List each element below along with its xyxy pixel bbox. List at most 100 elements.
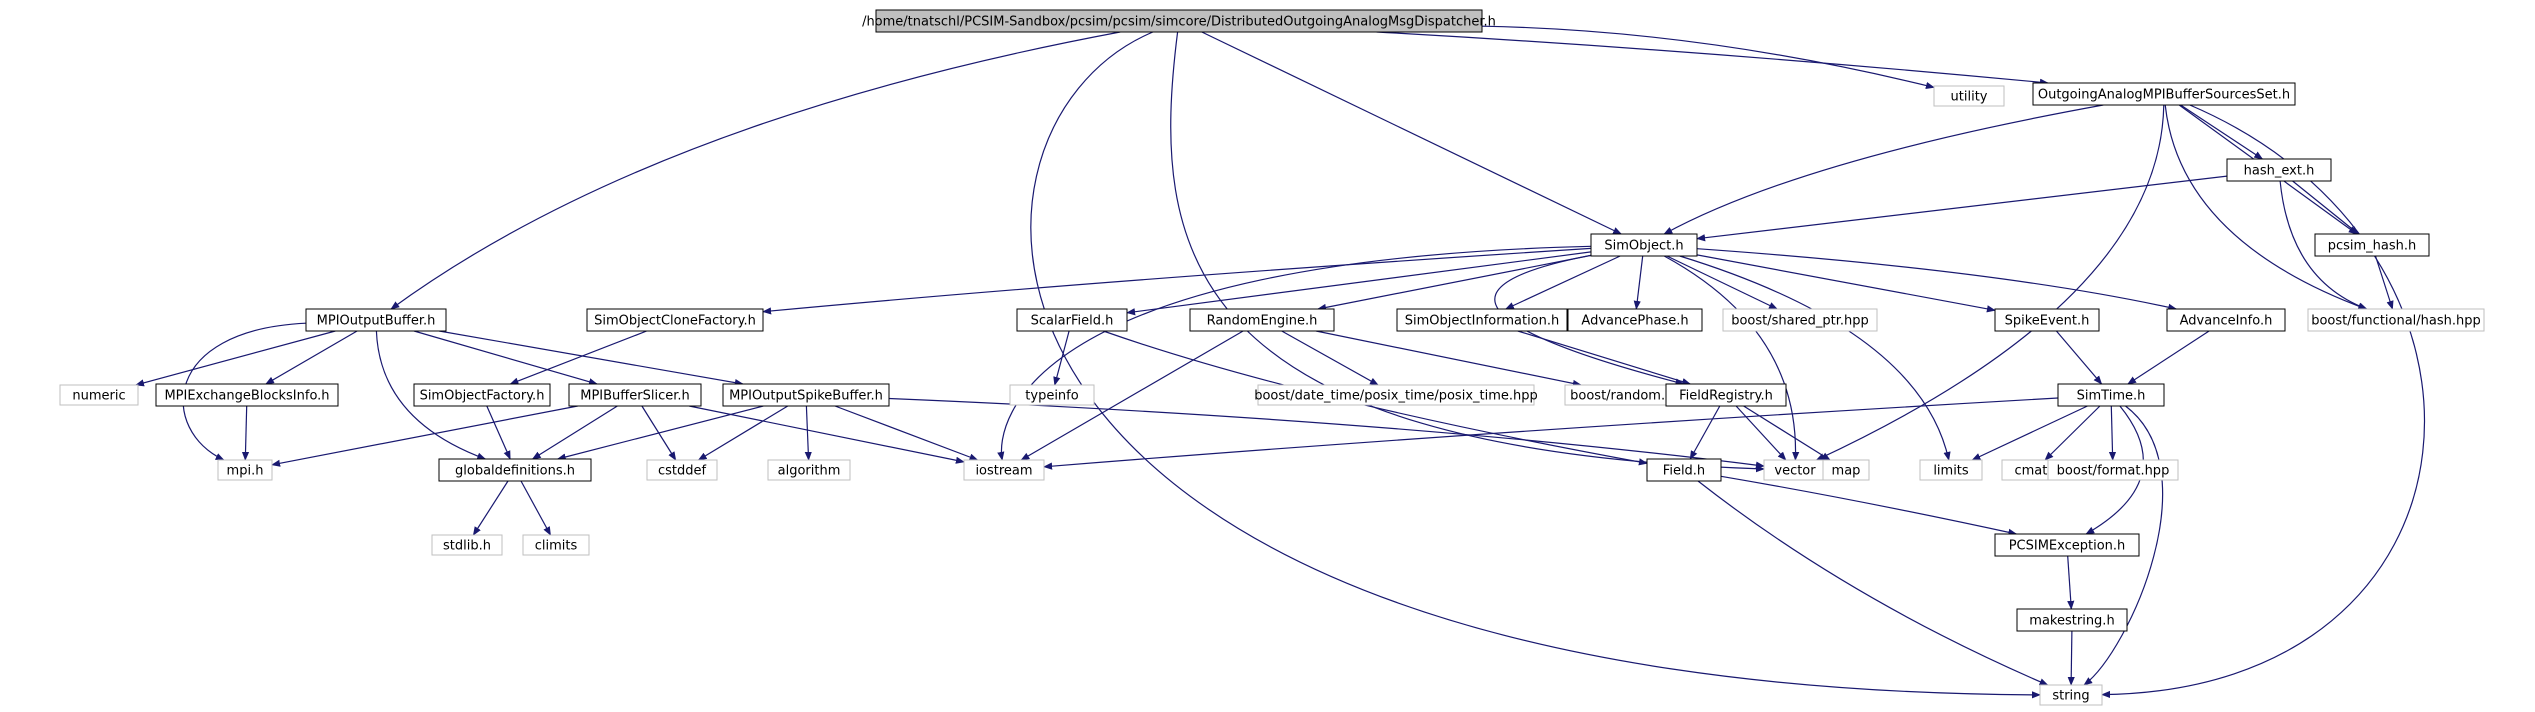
edge-outgoingset-to-string [2101, 104, 2426, 699]
edge-simobject-to-boostsharedptr [1666, 255, 1778, 310]
edge-fieldh-to-string [1697, 480, 2049, 686]
edge-simobject-to-iostream [997, 245, 1592, 461]
edge-simobject-to-limits [1679, 255, 1951, 461]
edge-pcsimhash-to-boostfunctionalhash [2374, 255, 2394, 310]
edge-mpiexchangeblocksinfo-to-mpih [241, 405, 250, 461]
node-scalarfield[interactable]: ScalarField.h [1016, 308, 1128, 332]
node-randomengine[interactable]: RandomEngine.h [1189, 308, 1335, 332]
node-advanceinfo[interactable]: AdvanceInfo.h [2166, 308, 2286, 332]
node-box-fieldregistry [1665, 383, 1787, 407]
node-label-boostfunctionalhash: boost/functional/hash.hpp [2311, 314, 2481, 329]
edge-outgoingset-to-vector [1815, 104, 2165, 461]
node-numeric: numeric [59, 384, 139, 406]
node-box-advancephase [1567, 308, 1703, 332]
node-root[interactable]: /home/tnatschl/PCSIM-Sandbox/pcsim/pcsim… [862, 9, 1496, 33]
node-label-fieldregistry: FieldRegistry.h [1679, 389, 1773, 404]
edge-globaldefinitions-to-stdlib [472, 480, 509, 536]
node-simobjectclonefactory[interactable]: SimObjectCloneFactory.h [586, 308, 764, 332]
edge-simobjectinformation-to-fieldregistry [1517, 330, 1692, 386]
node-label-vector: vector [1774, 464, 1816, 479]
node-box-spikeevent [1994, 308, 2100, 332]
node-box-typeinfo [1009, 384, 1095, 406]
node-mpibufferslicer[interactable]: MPIBufferSlicer.h [568, 383, 702, 407]
node-fieldregistry[interactable]: FieldRegistry.h [1665, 383, 1787, 407]
node-label-mpibufferslicer: MPIBufferSlicer.h [580, 389, 690, 404]
node-simobject[interactable]: SimObject.h [1590, 233, 1698, 257]
node-label-algorithm: algorithm [778, 464, 841, 479]
node-simobjectinformation[interactable]: SimObjectInformation.h [1396, 308, 1568, 332]
node-label-utility: utility [1951, 90, 1988, 105]
edge-simobject-to-randomengine [1317, 254, 1592, 311]
node-boostformat: boost/format.hpp [2047, 459, 2179, 481]
node-box-climits [522, 534, 590, 556]
node-globaldefinitions[interactable]: globaldefinitions.h [438, 458, 592, 482]
edge-randomengine-to-boostrandom [1315, 330, 1582, 387]
node-fieldh[interactable]: Field.h [1646, 458, 1722, 482]
node-box-hashext [2226, 158, 2332, 182]
node-label-mpih: mpi.h [227, 464, 264, 479]
edge-fieldh-to-pcsimexception [1720, 475, 2018, 536]
edge-hashext-to-boostfunctionalhash [2279, 180, 2368, 310]
node-label-advancephase: AdvancePhase.h [1581, 314, 1688, 329]
node-limits: limits [1919, 459, 1983, 481]
node-box-simtime [2057, 383, 2165, 407]
edge-root-to-outgoingset [1376, 31, 2049, 86]
node-label-spikeevent: SpikeEvent.h [2005, 314, 2090, 329]
node-simobjectfactory[interactable]: SimObjectFactory.h [413, 383, 551, 407]
node-cstddef: cstddef [646, 459, 718, 481]
node-label-outgoingset: OutgoingAnalogMPIBufferSourcesSet.h [2038, 88, 2290, 103]
edge-root-to-mpioutputbuffer [390, 31, 1121, 310]
node-mpioutputbuffer[interactable]: MPIOutputBuffer.h [305, 308, 447, 332]
node-string: string [2039, 684, 2103, 706]
node-advancephase[interactable]: AdvancePhase.h [1567, 308, 1703, 332]
node-simtime[interactable]: SimTime.h [2057, 383, 2165, 407]
edge-mpioutputbuffer-to-mpiexchangeblocksinfo [265, 330, 358, 385]
node-box-globaldefinitions [438, 458, 592, 482]
node-box-simobject [1590, 233, 1698, 257]
node-pcsimhash[interactable]: pcsim_hash.h [2314, 233, 2430, 257]
node-box-posixtime [1257, 384, 1535, 406]
node-outgoingset[interactable]: OutgoingAnalogMPIBufferSourcesSet.h [2032, 82, 2296, 106]
node-label-boostformat: boost/format.hpp [2057, 464, 2170, 479]
node-label-stdlib: stdlib.h [443, 539, 491, 554]
edge-simtime-to-boostformat [2108, 405, 2117, 461]
edge-simobject-to-spikeevent [1696, 254, 1996, 313]
edge-makestring-to-string [2067, 630, 2075, 686]
edge-scalarfield-to-typeinfo [1053, 330, 1070, 386]
node-typeinfo: typeinfo [1009, 384, 1095, 406]
edge-simobject-to-simobjectclonefactory [762, 247, 1592, 315]
edge-simobject-to-scalarfield [1126, 251, 1592, 316]
node-label-simobject: SimObject.h [1604, 239, 1683, 254]
node-box-fieldh [1646, 458, 1722, 482]
node-box-randomengine [1189, 308, 1335, 332]
node-box-mpih [217, 459, 273, 481]
node-boostfunctionalhash: boost/functional/hash.hpp [2307, 308, 2485, 332]
edge-simobject-to-vector [1663, 255, 1800, 461]
node-box-utility [1933, 85, 2005, 107]
node-box-root [875, 9, 1483, 33]
node-hashext[interactable]: hash_ext.h [2226, 158, 2332, 182]
edge-mpioutputspikebuffer-to-algorithm [804, 405, 812, 461]
edge-simobjectfactory-to-globaldefinitions [486, 405, 511, 460]
node-layer: /home/tnatschl/PCSIM-Sandbox/pcsim/pcsim… [59, 9, 2485, 706]
node-label-posixtime: boost/date_time/posix_time/posix_time.hp… [1254, 389, 1538, 404]
node-label-pcsimhash: pcsim_hash.h [2328, 239, 2417, 254]
node-makestring[interactable]: makestring.h [2016, 608, 2128, 632]
edge-outgoingset-to-boostfunctionalhash [2164, 104, 2368, 310]
edge-root-to-simobject [1201, 31, 1623, 235]
node-mpioutputspikebuffer[interactable]: MPIOutputSpikeBuffer.h [722, 383, 890, 407]
node-mpih: mpi.h [217, 459, 273, 481]
node-label-boostsharedptr: boost/shared_ptr.hpp [1731, 314, 1869, 329]
node-box-simobjectinformation [1396, 308, 1568, 332]
node-label-simobjectfactory: SimObjectFactory.h [420, 389, 545, 404]
node-pcsimexception[interactable]: PCSIMException.h [1994, 533, 2140, 557]
node-box-mpiexchangeblocksinfo [155, 383, 339, 407]
edge-mpibufferslicer-to-mpih [271, 405, 578, 467]
node-box-limits [1919, 459, 1983, 481]
node-iostream: iostream [963, 459, 1045, 481]
node-box-makestring [2016, 608, 2128, 632]
node-mpiexchangeblocksinfo[interactable]: MPIExchangeBlocksInfo.h [155, 383, 339, 407]
node-label-iostream: iostream [975, 464, 1032, 479]
node-spikeevent[interactable]: SpikeEvent.h [1994, 308, 2100, 332]
